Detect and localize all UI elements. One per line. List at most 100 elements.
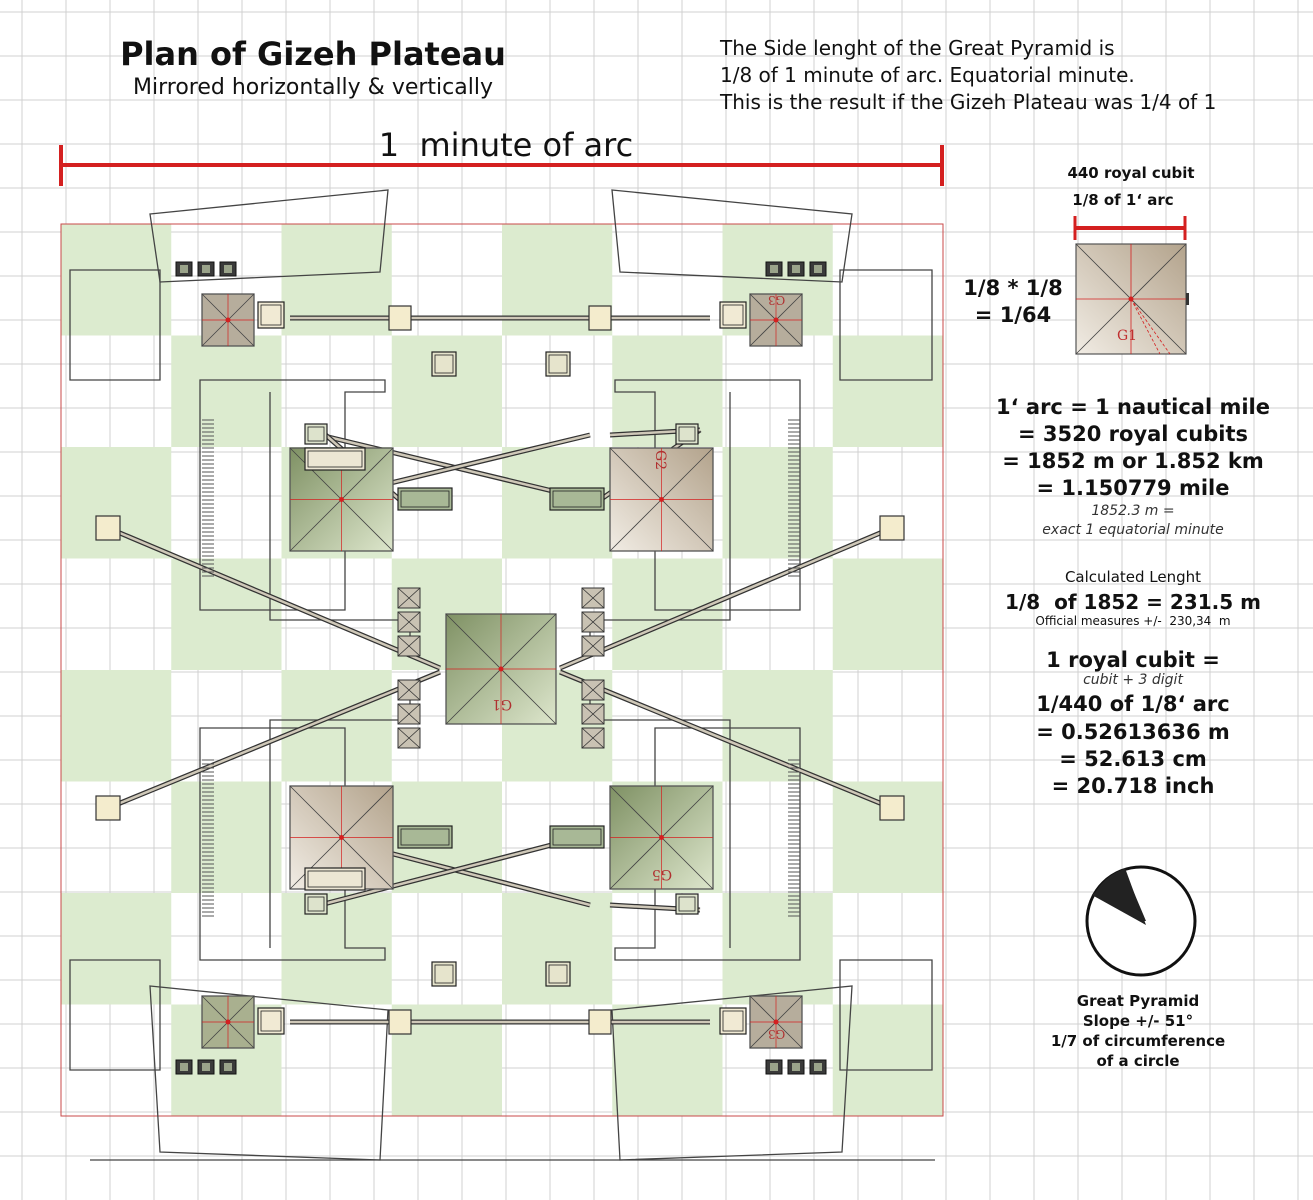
enclosure-wall — [611, 189, 853, 283]
slope-line-3: 1/7 of circumference — [1050, 1032, 1226, 1050]
mortuary-temple — [549, 825, 605, 849]
label-g1-main: G1 — [492, 696, 513, 713]
slope-line-1: Great Pyramid — [1076, 992, 1200, 1010]
checker-tile — [722, 447, 833, 559]
spiral-structure — [431, 961, 457, 987]
nautical-line-2: = 3520 royal cubits — [1018, 422, 1248, 446]
cubit-line-3: = 52.613 cm — [1059, 747, 1207, 771]
enclosure-wall — [614, 727, 801, 961]
valley-temple — [879, 795, 905, 821]
nautical-line-3: = 1852 m or 1.852 km — [1002, 449, 1264, 473]
checker-tile — [171, 781, 282, 893]
enclosure-wall — [149, 189, 389, 283]
calc-official: Official measures +/- 230,34 m — [1035, 614, 1231, 628]
mortuary-temple — [549, 487, 605, 511]
small-tomb — [675, 423, 699, 445]
spiral-structure — [545, 961, 571, 987]
spiral-structure — [431, 351, 457, 377]
inset-bar-label: 1/8 of 1‘ arc — [1072, 191, 1174, 209]
checker-tile — [612, 335, 723, 447]
page-subtitle: Mirrored horizontally & vertically — [133, 75, 493, 100]
pyramid-g3-top-left — [201, 293, 255, 347]
cubit-title: 1 royal cubit = — [1046, 648, 1220, 672]
enclosure-wall — [839, 269, 933, 381]
nautical-line-1: 1‘ arc = 1 nautical mile — [996, 395, 1270, 419]
checker-tile — [832, 335, 943, 447]
gate-house — [588, 1009, 612, 1035]
cubit-sub: cubit + 3 digit — [1083, 672, 1183, 688]
cubit-line-1: 1/440 of 1/8‘ arc — [1036, 692, 1230, 716]
slope-line-4: of a circle — [1096, 1052, 1180, 1070]
checker-tile — [281, 670, 392, 782]
valley-temple — [879, 515, 905, 541]
checker-tile — [171, 335, 282, 447]
gate-house — [588, 305, 612, 331]
pyramid-g3-bottom-left — [201, 995, 255, 1049]
causeway-fill — [107, 526, 441, 670]
causeway-fill — [319, 833, 591, 907]
pyramid-g2-top-right — [609, 447, 714, 552]
temple-blocks — [175, 261, 827, 1075]
nautical-line-4: = 1.150779 mile — [1036, 476, 1230, 500]
note-line-2: 1/8 of 1 minute of arc. Equatorial minut… — [720, 63, 1135, 87]
checker-tile — [61, 893, 172, 1005]
label-g5: G5 — [652, 866, 673, 883]
plateau-boundary — [60, 223, 944, 1117]
gate-house — [388, 1009, 412, 1035]
checker-tile — [61, 224, 172, 336]
causeway-fill — [559, 526, 893, 670]
enclosure-wall — [199, 727, 386, 961]
pyramid-g1-center — [445, 613, 557, 725]
label-g2: G2 — [652, 450, 669, 471]
pyramid-g3-top-right — [749, 293, 803, 347]
enclosure-wall — [69, 959, 161, 1071]
enclosure-wall — [69, 269, 161, 381]
note-line-3: This is the result if the Gizeh Plateau … — [720, 90, 1217, 114]
label-g3-top-right: G3 — [768, 292, 786, 307]
slope-circle-diagram — [1085, 865, 1197, 977]
scale-bar — [59, 145, 944, 186]
small-tomb — [304, 893, 328, 915]
inset-pyramid-label: G1 — [1117, 328, 1138, 344]
note-line-1: The Side lenght of the Great Pyramid is — [720, 36, 1115, 60]
inset-pyramid-diagram — [1073, 216, 1189, 355]
equatorial-note-1: 1852.3 m = — [1091, 503, 1175, 519]
queen-temple — [257, 1007, 285, 1035]
cubit-line-4: = 20.718 inch — [1051, 774, 1215, 798]
boat-pit — [304, 867, 366, 891]
boat-pit — [304, 447, 366, 471]
mortuary-temple — [397, 825, 453, 849]
enclosure-wall — [611, 985, 853, 1161]
queen-temple — [719, 1007, 747, 1035]
enclosure-wall — [839, 959, 933, 1071]
scale-bar-label: 1 minute of arc — [378, 126, 634, 164]
calc-title: Calculated Lenght — [1064, 568, 1202, 586]
small-tomb — [675, 893, 699, 915]
checker-tile — [281, 893, 392, 1005]
checker-tile — [722, 893, 833, 1005]
valley-temple — [95, 795, 121, 821]
checker-tile — [612, 558, 723, 670]
cubit-line-2: = 0.52613636 m — [1036, 720, 1230, 744]
calc-value: 1/8 of 1852 = 231.5 m — [1005, 590, 1261, 614]
valley-temple — [95, 515, 121, 541]
label-g3-bottom-right: G3 — [768, 1026, 786, 1041]
spiral-structure — [545, 351, 571, 377]
inset-ratio-line-1: 1/8 * 1/8 — [963, 276, 1063, 300]
queen-temple — [257, 301, 285, 329]
checker-tile — [832, 558, 943, 670]
mastaba-column — [397, 587, 605, 749]
mortuary-temple — [397, 487, 453, 511]
gate-house — [388, 305, 412, 331]
checker-tile — [61, 670, 172, 782]
slope-line-2: Slope +/- 51° — [1082, 1012, 1194, 1030]
checker-tile — [502, 893, 613, 1005]
checker-tile — [61, 447, 172, 559]
causeway-fill — [107, 670, 441, 810]
checker-tile — [832, 1004, 943, 1116]
equatorial-note-2: exact 1 equatorial minute — [1042, 522, 1224, 538]
small-tomb — [304, 423, 328, 445]
inset-top-label: 440 royal cubit — [1067, 164, 1195, 182]
queen-temple — [719, 301, 747, 329]
